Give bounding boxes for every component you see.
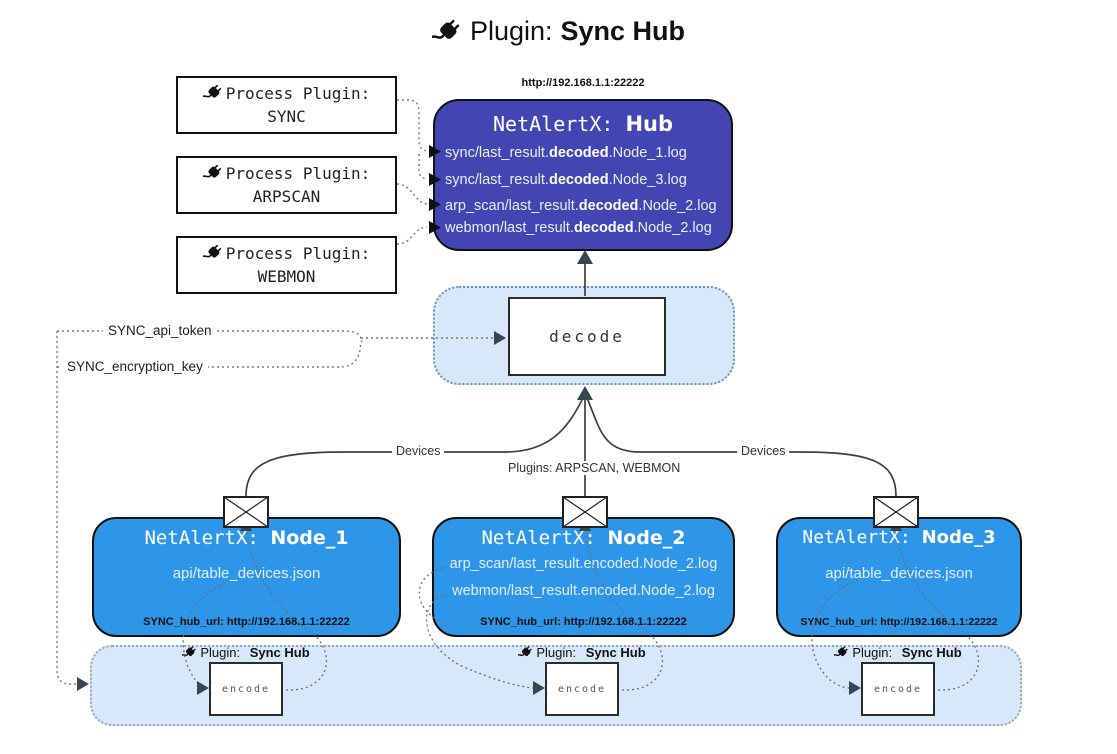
hub-url: http://192.168.1.1:22222	[521, 77, 645, 89]
decode-box: decode	[508, 297, 666, 376]
process-plugin-label: Process Plugin:	[225, 243, 371, 263]
node-title: NetAlertX: Node_1	[144, 527, 349, 549]
encode-band-plugin-label: Plugin: Sync Hub	[166, 645, 326, 660]
node-title: NetAlertX: Node_2	[481, 527, 686, 549]
encode-band-plugin-label: Plugin: Sync Hub	[818, 645, 978, 660]
process-plugin-name: SYNC	[267, 107, 306, 126]
process-plugin-label: Process Plugin:	[225, 83, 371, 103]
hub-file-line: sync/last_result.decoded.Node_3.log	[445, 172, 687, 188]
plug-icon	[202, 85, 221, 98]
encode-box-3: encode	[861, 662, 935, 716]
config-encryption-key-label: SYNC_encryption_key	[62, 359, 208, 374]
node-box-2: NetAlertX: Node_2 arp_scan/last_result.e…	[432, 517, 735, 637]
node-file-line: arp_scan/last_result.encoded.Node_2.log	[449, 556, 718, 572]
hub-title-label: NetAlertX:	[492, 112, 614, 136]
page-title-name: Sync Hub	[560, 16, 686, 46]
node-hub-url: SYNC_hub_url: http://192.168.1.1:22222	[800, 616, 998, 628]
hub-file-line: arp_scan/last_result.decoded.Node_2.log	[445, 198, 717, 214]
node-hub-url: SYNC_hub_url: http://192.168.1.1:22222	[143, 616, 350, 628]
encode-box-1: encode	[209, 662, 283, 716]
plug-icon	[202, 165, 221, 178]
page-title-label: Plugin:	[469, 16, 553, 46]
encode-band-plugin-label: Plugin: Sync Hub	[502, 645, 662, 660]
config-api-token-label: SYNC_api_token	[103, 323, 217, 338]
process-plugin-name: WEBMON	[257, 267, 316, 286]
plug-icon	[431, 19, 460, 39]
edge-label-devices-right: Devices	[737, 444, 790, 458]
node-file-line: api/table_devices.json	[172, 565, 321, 582]
plug-icon	[202, 245, 221, 258]
process-plugin-box-sync: Process Plugin: SYNC	[176, 76, 397, 134]
node-hub-url: SYNC_hub_url: http://192.168.1.1:22222	[480, 616, 687, 628]
process-plugin-box-arpscan: Process Plugin: ARPSCAN	[176, 156, 397, 214]
process-plugin-box-webmon: Process Plugin: WEBMON	[176, 236, 397, 294]
plug-icon	[182, 646, 197, 657]
plug-icon	[518, 646, 533, 657]
hub-title-name: Hub	[625, 112, 674, 136]
node-box-1: NetAlertX: Node_1 api/table_devices.json…	[92, 517, 401, 637]
hub-file-line: webmon/last_result.decoded.Node_2.log	[445, 220, 712, 236]
edge-label-plugins: Plugins: ARPSCAN, WEBMON	[504, 461, 685, 475]
node-file-line: webmon/last_result.encoded.Node_2.log	[452, 583, 715, 599]
process-plugin-label: Process Plugin:	[225, 163, 371, 183]
page-title: Plugin: Sync Hub	[0, 16, 1117, 47]
encode-box-2: encode	[545, 662, 619, 716]
plug-icon	[834, 646, 849, 657]
hub-title: NetAlertX: Hub	[435, 112, 731, 136]
hub-file-line: sync/last_result.decoded.Node_1.log	[445, 145, 687, 161]
process-plugin-name: ARPSCAN	[252, 187, 321, 206]
node-title: NetAlertX: Node_3	[802, 527, 996, 548]
node-file-line: api/table_devices.json	[825, 565, 973, 582]
edge-label-devices-left: Devices	[392, 444, 445, 458]
node-box-3: NetAlertX: Node_3 api/table_devices.json…	[776, 517, 1022, 637]
hub-box: NetAlertX: Hub sync/last_result.decoded.…	[433, 99, 733, 251]
